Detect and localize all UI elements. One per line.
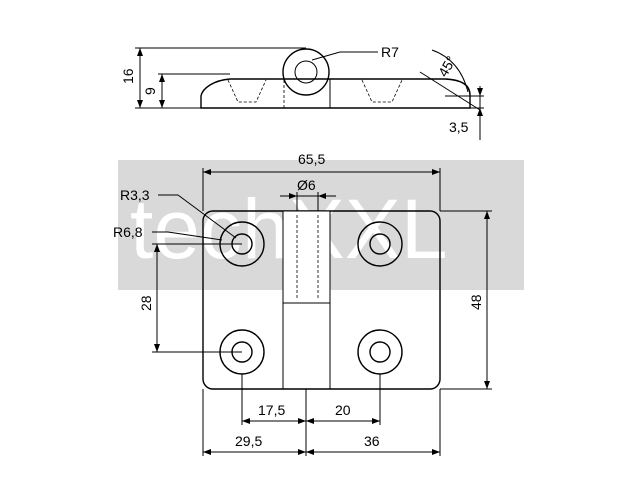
angle-arc	[431, 49, 469, 93]
right-width-label: 36	[364, 433, 380, 449]
hole-bottom-right	[369, 341, 391, 363]
overall-width-label: 65,5	[298, 151, 325, 167]
countersink-right	[361, 79, 403, 103]
hole-offset-left-label: 17,5	[258, 402, 285, 418]
dim-height-leaf: 9	[142, 87, 158, 95]
side-leaf-outline	[200, 78, 471, 109]
dim-pin-arrows	[289, 193, 326, 199]
hole-offset-right-label: 20	[335, 402, 351, 418]
knuckle-radius-label: R7	[381, 44, 399, 60]
knuckle-pin	[294, 60, 318, 84]
dim-3-5-arrows	[477, 88, 483, 116]
hole-top-right	[369, 233, 391, 255]
side-view: 16 9 R7 45° 3,5	[120, 44, 484, 140]
angle-line-1	[419, 71, 481, 111]
counterbore-bottom-right	[357, 329, 403, 375]
knuckle-upper	[282, 210, 331, 304]
hole-spacing-vertical-label: 28	[138, 295, 154, 311]
countersink-left	[227, 79, 267, 103]
dim-height-total: 16	[120, 68, 136, 84]
chamfer-angle-label: 45°	[435, 53, 459, 79]
counterbore-top-right	[357, 221, 403, 267]
edge-thickness-label: 3,5	[449, 119, 469, 135]
knuckle-circle	[282, 48, 330, 96]
dim-offset-arrows	[242, 418, 380, 424]
r3-3-leader	[177, 194, 237, 239]
r6-8-leader	[167, 231, 223, 241]
top-view: 65,5 Ø6 R3,3 R6,8 28 48	[113, 151, 492, 456]
dim-9-arrows	[159, 74, 165, 108]
pin-diameter-label: Ø6	[297, 177, 316, 193]
counterbore-radius-label: R6,8	[113, 224, 143, 240]
overall-height-label: 48	[468, 294, 484, 310]
left-width-label: 29,5	[235, 433, 262, 449]
r7-leader	[311, 51, 341, 61]
hole-radius-label: R3,3	[120, 187, 150, 203]
